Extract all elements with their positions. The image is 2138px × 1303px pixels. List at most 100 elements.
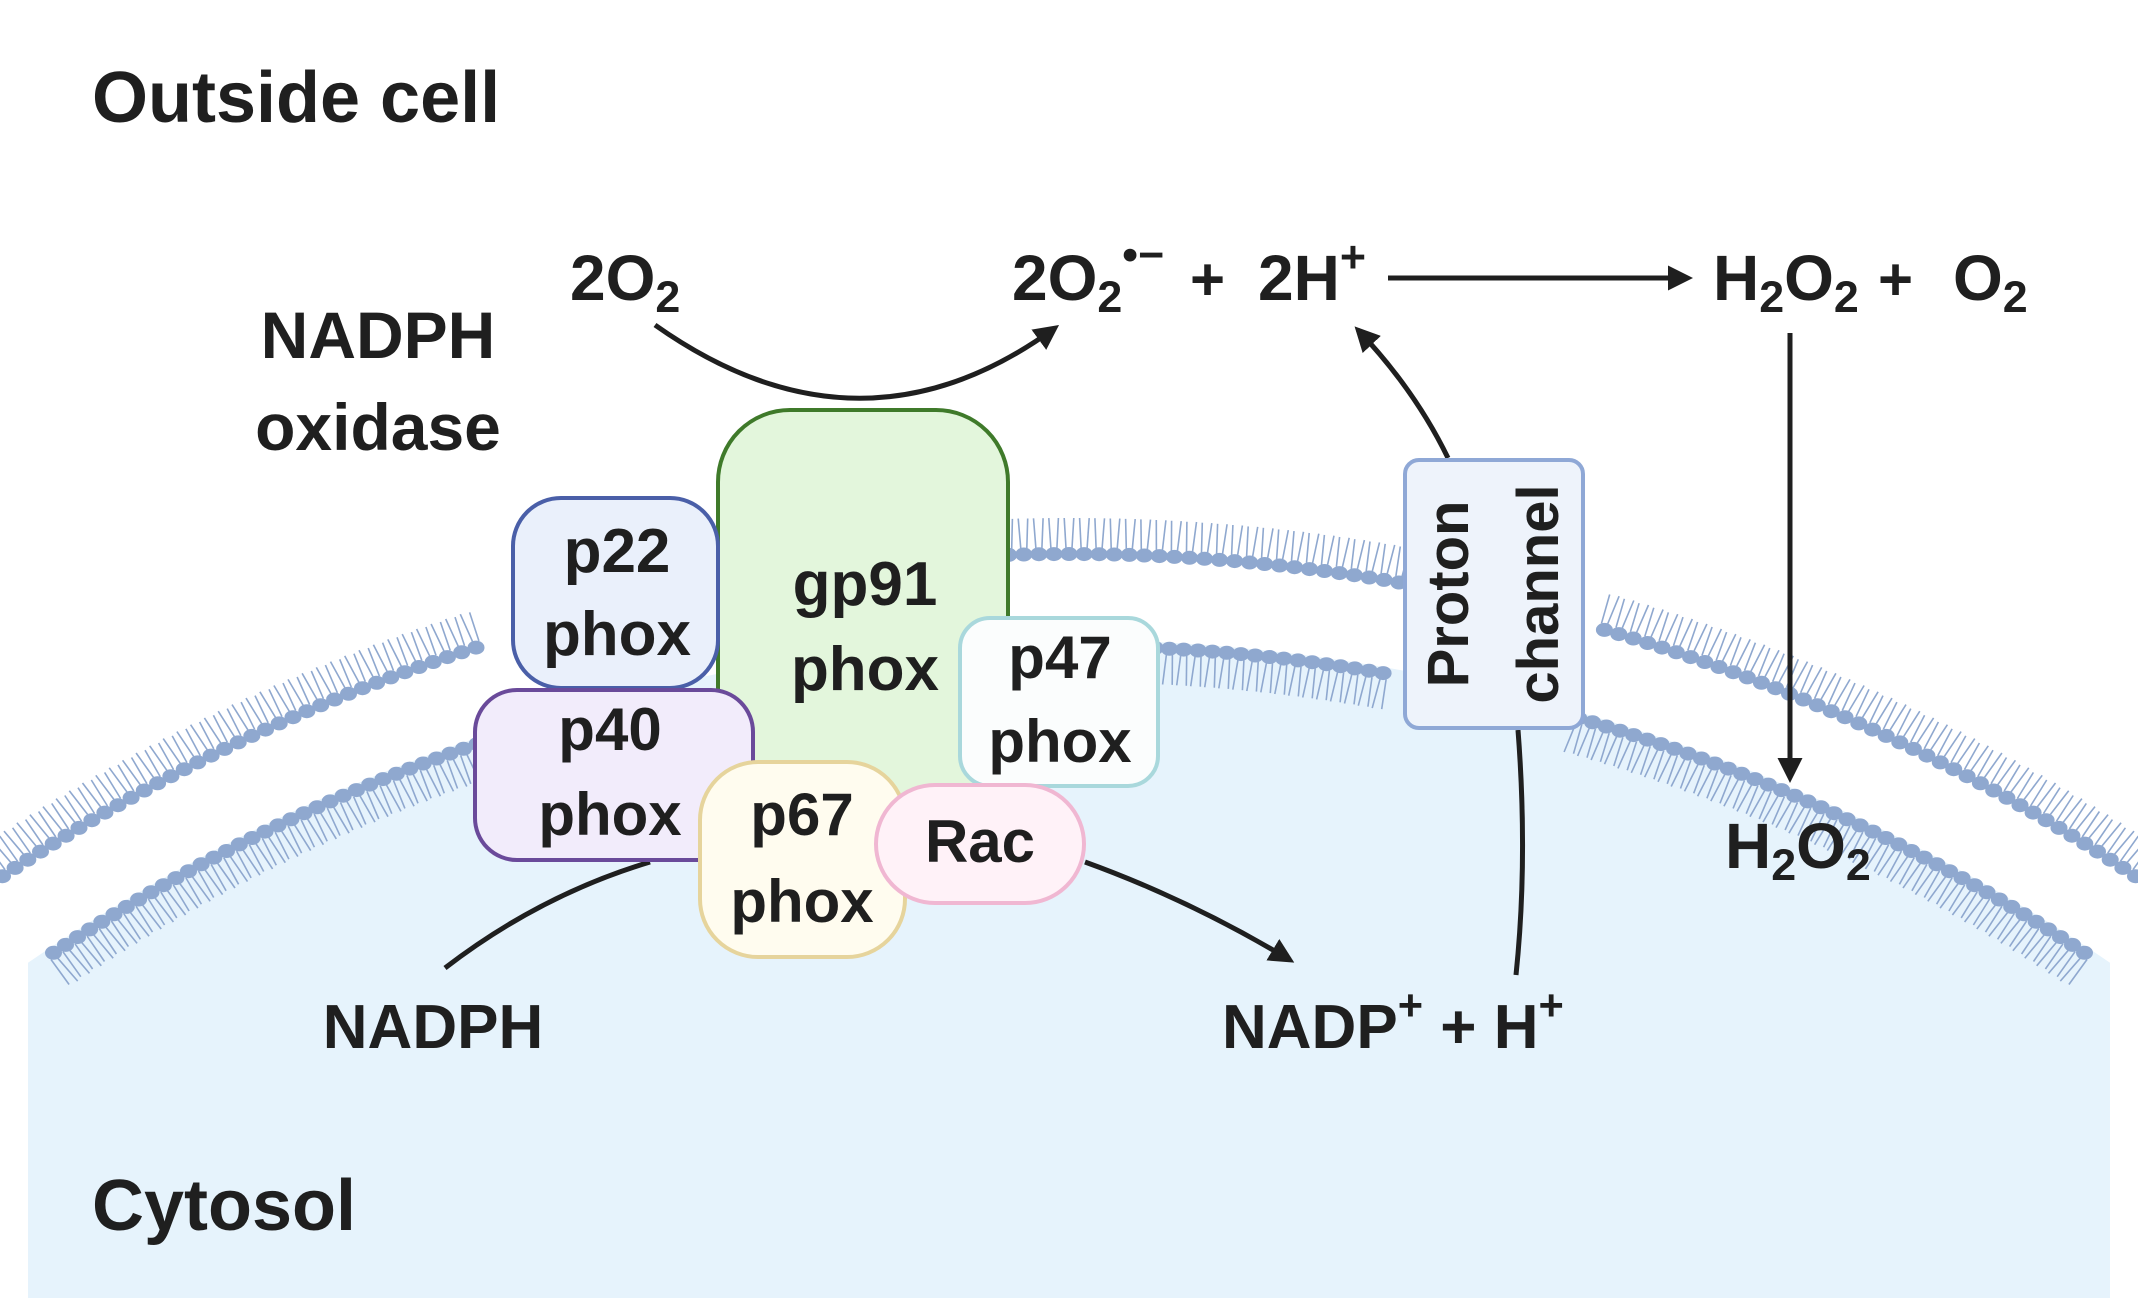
lipid-tail (2075, 807, 2096, 833)
lipid-tail (1147, 520, 1150, 550)
lipid-tail (2049, 791, 2069, 817)
superoxide-product: 2O2•− (1012, 230, 1164, 322)
lipid-tail (145, 750, 160, 776)
lipid-tail (30, 815, 51, 841)
lipid-tail (1870, 696, 1883, 723)
lipid-head (1332, 659, 1349, 673)
lipid-head (1346, 568, 1363, 582)
lipid-tail (2133, 845, 2138, 870)
lipid-tail (1943, 732, 1961, 759)
lipid-head (1076, 547, 1093, 561)
lipid-tail (52, 803, 69, 829)
lipid-tail (1110, 519, 1111, 549)
lipid-tail (1924, 722, 1938, 749)
lipid-tail (1842, 683, 1855, 710)
lipid-tail (4, 831, 25, 856)
lipid-tail (1387, 545, 1395, 575)
rac-label: Rac (925, 808, 1035, 875)
lipid-head (1045, 547, 1062, 561)
lipid-tail (150, 746, 169, 773)
lipid-tail (109, 768, 128, 794)
lipid-tail (123, 760, 142, 786)
lipid-head (1166, 550, 1183, 564)
lipid-tail (163, 739, 181, 766)
lipid-tail (43, 807, 64, 833)
lipid-head (1181, 551, 1198, 565)
lipid-tail (1202, 523, 1203, 553)
p40-label-line1: p40 (558, 696, 661, 763)
lipid-head (1196, 552, 1213, 566)
oxygen-product: O2 (1953, 242, 2028, 322)
lipid-head (1247, 649, 1264, 663)
lipid-tail (1247, 526, 1249, 556)
lipid-tail (1064, 518, 1066, 548)
lipid-tail (1602, 595, 1610, 624)
lipid-head (1261, 650, 1278, 664)
lipid-tail (1095, 518, 1096, 548)
lipid-tail (172, 736, 187, 763)
outside-cell-label: Outside cell (92, 58, 500, 138)
oxygen-substrate: 2O2 (570, 242, 680, 322)
hydrogen-peroxide-outside: H2O2 (1713, 242, 1859, 322)
lipid-head (1061, 547, 1078, 561)
p22-label-line1: p22 (564, 517, 671, 586)
lipid-tail (260, 692, 277, 719)
lipid-tail (1828, 677, 1841, 705)
lipid-tail (1978, 750, 1993, 776)
lipid-tail (1313, 534, 1319, 564)
lipid-head (1361, 664, 1378, 678)
lipid-head (1304, 655, 1321, 669)
p67-label-line2: phox (730, 868, 873, 935)
lipid-tail (1938, 729, 1952, 756)
lipid-tail (1815, 671, 1827, 699)
lipid-tail (2044, 788, 2061, 814)
lipid-tail (2108, 828, 2126, 853)
lipid-head (1121, 548, 1138, 562)
lipid-tail (1616, 599, 1624, 628)
lipid-tail (1126, 519, 1127, 549)
lipid-tail (1357, 540, 1364, 570)
lipid-tail (1223, 524, 1228, 554)
lipid-head (1331, 566, 1348, 580)
gp91-label-line1: gp91 (793, 550, 938, 619)
lipid-tail (83, 783, 103, 809)
plus-sign-1: + (1190, 246, 1225, 313)
lipid-tail (311, 671, 323, 699)
lipid-tail (1996, 760, 2015, 786)
lipid-head (1290, 653, 1307, 667)
lipid-head (1271, 559, 1288, 573)
lipid-tail (2017, 772, 2033, 798)
lipid-tail (2023, 775, 2043, 801)
lipid-head (1091, 547, 1108, 561)
lipid-tail (39, 812, 56, 838)
lipid-tail (136, 753, 155, 779)
lipid-tail (269, 689, 282, 716)
lipid-tail (132, 758, 148, 784)
lipid-tail (186, 729, 200, 756)
lipid-tail (2004, 765, 2020, 791)
lipid-tail (1322, 535, 1325, 565)
lipid-tail (288, 679, 304, 707)
lipid-tail (204, 718, 222, 745)
lipid-tail (191, 725, 209, 752)
lipid-tail (0, 836, 18, 861)
lipid-tail (1956, 739, 1974, 766)
lipid-tail (91, 780, 107, 806)
cytosol-label: Cytosol (92, 1166, 356, 1246)
lipid-tail (274, 686, 290, 714)
protons: 2H+ (1258, 232, 1366, 314)
lipid-tail (1177, 521, 1181, 551)
plus-sign-2: + (1878, 246, 1913, 313)
lipid-tail (1930, 725, 1948, 752)
lipid-tail (1292, 531, 1295, 561)
lipid-tail (17, 823, 38, 848)
lipid-tail (118, 765, 134, 791)
gp91-label-line2: phox (791, 635, 940, 704)
lipid-tail (1848, 686, 1864, 714)
lipid-tail (1351, 539, 1355, 569)
p40-label-line2: phox (538, 781, 681, 848)
lipid-tail (241, 702, 255, 729)
lipid-tail (1820, 673, 1836, 701)
superoxide-arrow (655, 325, 1055, 398)
lipid-tail (1232, 525, 1233, 555)
